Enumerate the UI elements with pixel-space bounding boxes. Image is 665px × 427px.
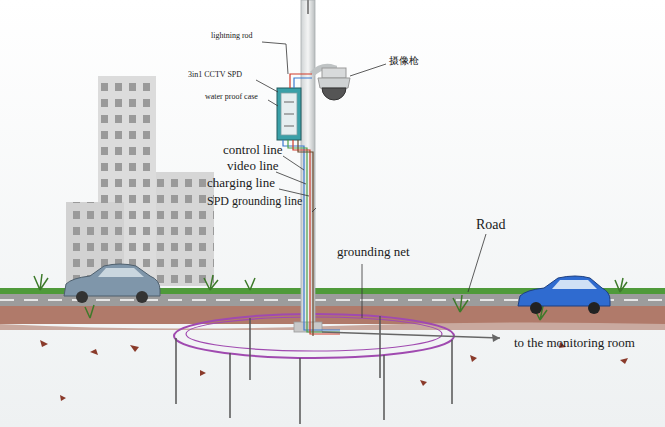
camera-dome [318,68,350,100]
wire-label: video line [227,159,279,173]
rod-label: lightning rod [211,32,253,41]
car-right [518,276,610,314]
case-label: water proof case [205,93,258,102]
car-left [64,264,160,303]
destination-label: to the monitoring room [514,336,635,350]
spd-label: 3in1 CCTV SPD [188,71,242,80]
wire-label: SPD grounding line [207,195,302,208]
camera-label: 摄像枪 [389,55,419,66]
leader-lines [256,42,486,318]
spd-box [277,88,301,140]
wire-label: charging line [207,176,275,190]
net-label: grounding net [337,245,410,259]
buildings [66,76,214,286]
lightning-rod [307,0,309,14]
road-label: Road [476,217,506,232]
wire-label: control line [223,143,283,157]
